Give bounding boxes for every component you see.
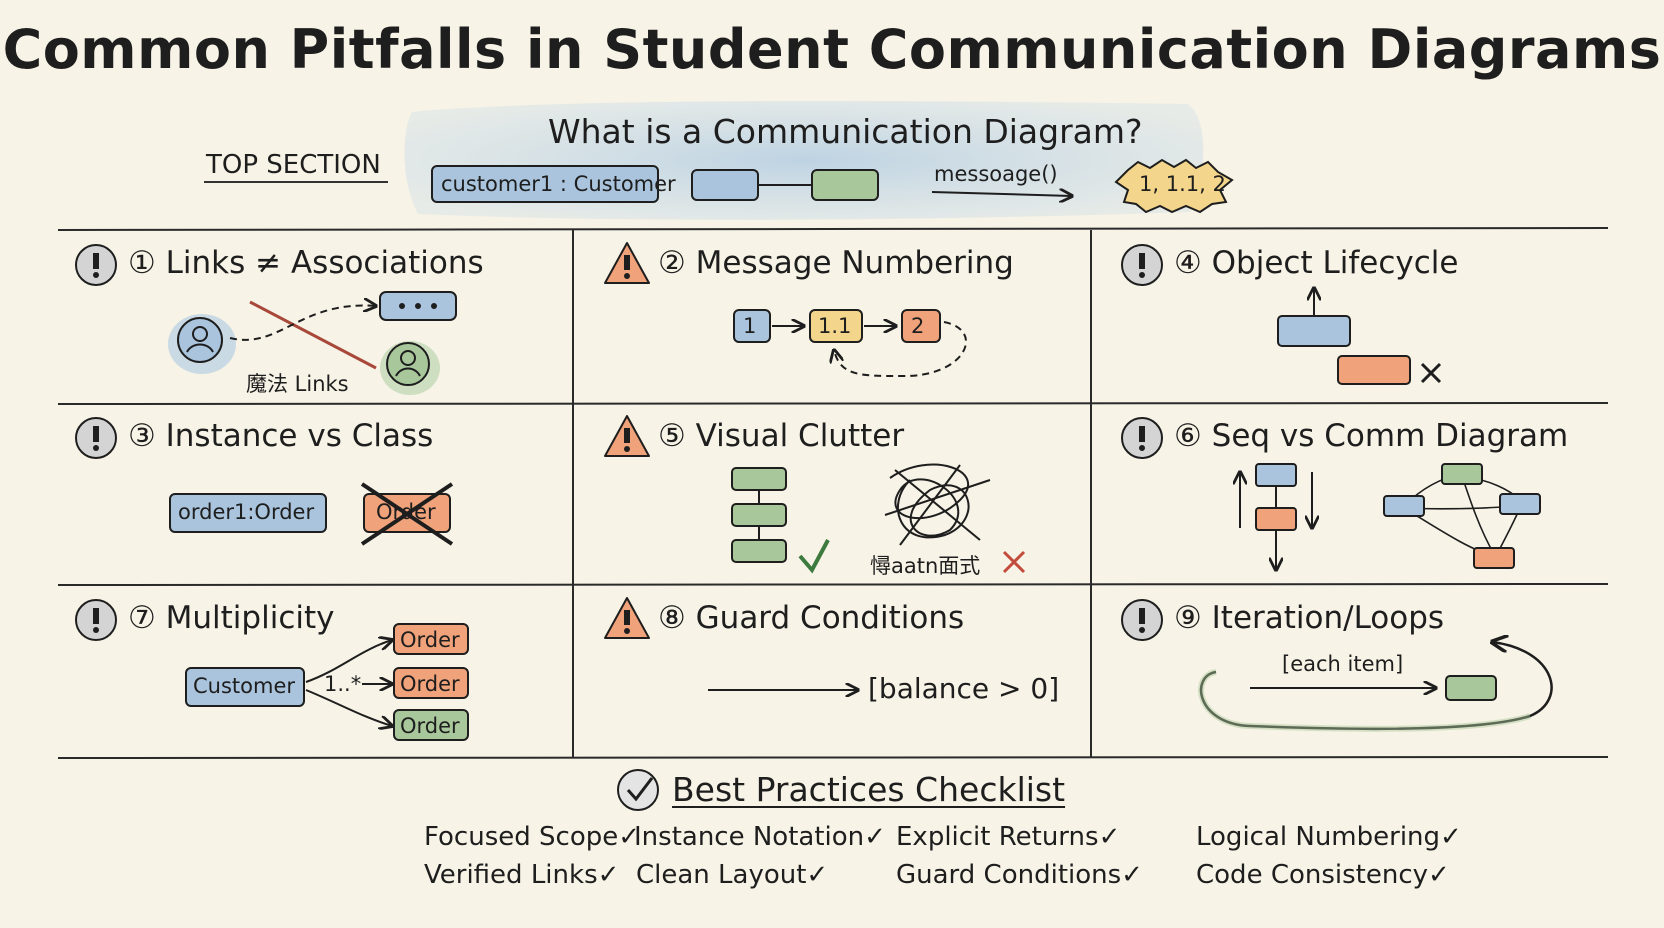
customer1-label: customer1 : Customer	[441, 172, 676, 196]
order-label: Order	[400, 714, 460, 738]
checklist-title: Best Practices Checklist	[672, 770, 1066, 809]
sequence-badge-burst	[1114, 158, 1234, 214]
checklist-icon	[617, 769, 659, 811]
order-label: Order	[400, 628, 460, 652]
grid-lines	[57, 227, 1609, 759]
lifecycle-blue	[1277, 315, 1351, 347]
order-label: Order	[400, 672, 460, 696]
check-icon	[798, 539, 830, 574]
checklist-item: Explicit Returns✓	[896, 822, 1121, 852]
checklist-item: Clean Layout✓	[636, 860, 829, 890]
step-label: 1.1	[818, 314, 852, 338]
sequence-badge-label: 1, 1.1, 2	[1139, 172, 1226, 196]
user-icon	[177, 317, 223, 363]
checklist-item: Logical Numbering✓	[1196, 822, 1462, 852]
message-arrow	[931, 192, 1072, 196]
exclamation-icon	[1121, 417, 1163, 459]
warning-icon	[604, 242, 650, 284]
warning-icon	[604, 597, 650, 639]
exclamation-icon	[75, 417, 117, 459]
exclamation-icon	[1121, 599, 1163, 641]
exclamation-icon	[1121, 244, 1163, 286]
loop-back-arrow	[834, 321, 967, 378]
step-label: 1	[743, 314, 757, 338]
step-box	[809, 309, 863, 343]
guard-condition-label: [balance > 0]	[868, 672, 1060, 705]
pitfall-title-guard: ⑧ Guard Conditions	[658, 600, 965, 636]
message-label: messoage()	[934, 162, 1058, 186]
customer-label: Customer	[193, 674, 296, 698]
clutter-note: 憳aatn面式	[870, 554, 981, 578]
multiplicity-label: 1..*	[324, 672, 362, 696]
pitfall-title-numbering: ② Message Numbering	[658, 245, 1014, 281]
pitfall-title-clutter: ⑤ Visual Clutter	[658, 418, 905, 454]
crossed-line	[249, 300, 377, 370]
pitfall-title-seq-comm: ⑥ Seq vs Comm Diagram	[1174, 418, 1569, 454]
destroy-x-icon	[1420, 362, 1442, 384]
step-box	[733, 309, 771, 343]
customer-box	[185, 667, 305, 707]
checklist-item: Instance Notation✓	[634, 822, 886, 852]
pitfall-title-lifecycle: ④ Object Lifecycle	[1174, 245, 1459, 281]
user-icon	[386, 342, 430, 386]
pitfall-title-iteration: ⑨ Iteration/Loops	[1174, 600, 1445, 636]
step-label: 2	[911, 314, 925, 338]
cross-icon	[1002, 550, 1026, 574]
dashed-link-arrow	[229, 305, 376, 341]
crossed-out-icon	[360, 482, 454, 546]
tangle-scribble	[889, 463, 970, 539]
blue-node	[691, 169, 759, 201]
green-node	[811, 169, 879, 201]
lifecycle-orange	[1337, 355, 1411, 385]
top-section-label: TOP SECTION	[206, 150, 381, 180]
page-title: Common Pitfalls in Student Communication…	[2, 18, 1662, 81]
section-subtitle: What is a Communication Diagram?	[548, 112, 1143, 151]
exclamation-icon	[75, 599, 117, 641]
links-note: 魔法 Links	[246, 372, 349, 396]
instance-label: order1:Order	[178, 500, 315, 524]
exclamation-icon	[75, 244, 117, 286]
step-box	[901, 309, 941, 343]
warning-icon	[604, 415, 650, 457]
customer1-box	[431, 165, 659, 203]
pitfall-title-multiplicity: ⑦ Multiplicity	[128, 600, 335, 636]
pitfall-title-instance: ③ Instance vs Class	[128, 418, 434, 454]
class-label: Order	[376, 500, 436, 524]
pitfall-title-links: ① Links ≠ Associations	[128, 245, 484, 281]
checklist-item: Guard Conditions✓	[896, 860, 1143, 890]
loop-track	[1200, 642, 1553, 731]
loop-label: [each item]	[1282, 652, 1404, 676]
instance-box	[169, 493, 327, 533]
checklist-item: Focused Scope✓	[424, 822, 641, 852]
checklist-item: Verified Links✓	[424, 860, 620, 890]
checklist-item: Code Consistency✓	[1196, 860, 1450, 890]
